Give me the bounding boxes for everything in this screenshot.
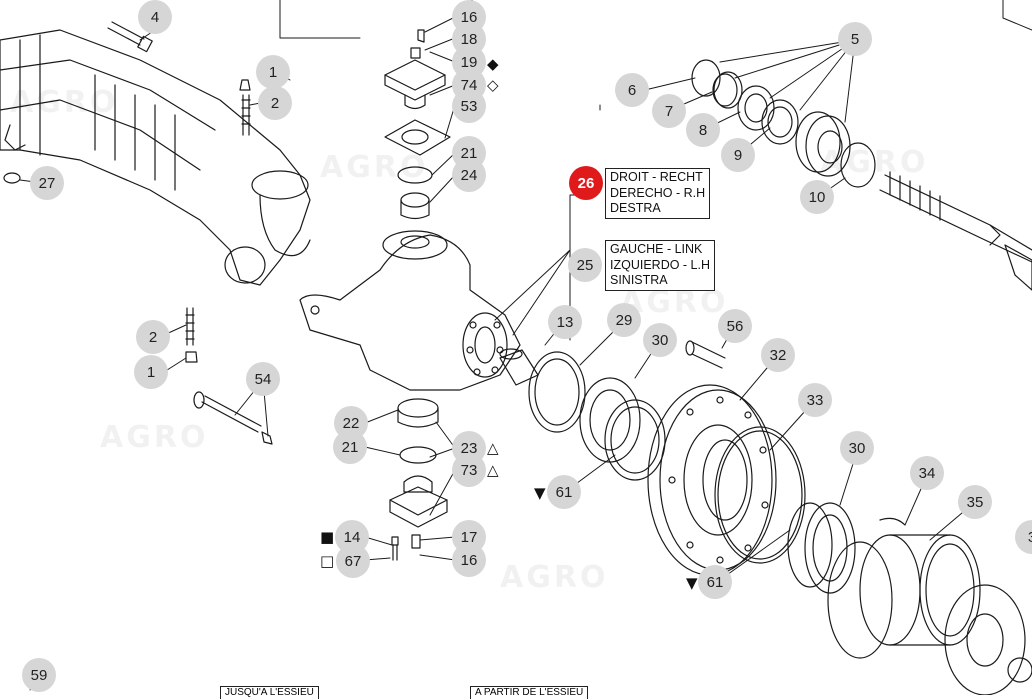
square-filled-icon: ■ [320, 528, 335, 546]
steering-knuckle [299, 230, 521, 391]
callout-35[interactable]: 35 [958, 485, 992, 519]
callout-7[interactable]: 7 [652, 94, 686, 128]
bolt-14 [391, 536, 399, 561]
callout-9[interactable]: 9 [721, 138, 755, 172]
triangle-down-icon: ▼ [534, 484, 546, 502]
callout-4[interactable]: 4 [138, 0, 172, 34]
callout-73[interactable]: 73 [452, 453, 486, 487]
label-line: DERECHO - R.H [610, 185, 706, 200]
callout-53[interactable]: 53 [452, 89, 486, 123]
callout-30[interactable]: 30 [840, 431, 874, 465]
triangle-down-icon: ▼ [686, 574, 698, 592]
callout-56[interactable]: 56 [718, 309, 752, 343]
stud-56 [685, 340, 726, 369]
callout-16[interactable]: 16 [452, 543, 486, 577]
label-line: GAUCHE - LINK [610, 242, 703, 256]
callout-1[interactable]: 1 [134, 355, 168, 389]
kingpin-bottom-parts [389, 398, 448, 528]
callout-27[interactable]: 27 [30, 166, 64, 200]
callout-29[interactable]: 29 [607, 303, 641, 337]
label-box-left-side: GAUCHE - LINK IZQUIERDO - L.H SINISTRA [605, 240, 716, 291]
drive-shaft [879, 171, 1032, 291]
bearing-30 [579, 377, 666, 481]
triangle-circle-icon: △ [487, 439, 499, 457]
callout-30[interactable]: 30 [643, 323, 677, 357]
ring-gear-35 [827, 534, 981, 659]
callout-33[interactable]: 33 [798, 383, 832, 417]
label-line: SINISTRA [610, 273, 668, 287]
callout-21[interactable]: 21 [333, 430, 367, 464]
label-line: DESTRA [610, 201, 661, 215]
callout-5[interactable]: 5 [838, 22, 872, 56]
planetary-carrier [944, 584, 1032, 695]
tag-until-axle: JUSQU'A L'ESSIEU [220, 686, 319, 699]
callout-54[interactable]: 54 [246, 362, 280, 396]
stud-2-top [239, 79, 251, 136]
axle-housing [0, 29, 311, 286]
snap-ring-34 [879, 517, 906, 526]
tag-from-axle: A PARTIR DE L'ESSIEU [470, 686, 589, 699]
bearing-30-right [787, 502, 856, 594]
callout-61[interactable]: 61 [698, 565, 732, 599]
kingpin-top-parts [384, 29, 451, 220]
callout-1[interactable]: 1 [256, 55, 290, 89]
plug-17 [411, 534, 421, 549]
diamond-open-icon: ◇ [487, 76, 499, 94]
callout-13[interactable]: 13 [548, 305, 582, 339]
callout-26[interactable]: 26 [569, 166, 603, 200]
group-brackets [279, 0, 1032, 39]
callout-2[interactable]: 2 [136, 320, 170, 354]
callout-34[interactable]: 34 [910, 456, 944, 490]
callout-6[interactable]: 6 [615, 73, 649, 107]
seal-29 [528, 351, 586, 433]
callout-3[interactable]: 3 [1015, 520, 1032, 554]
callout-61[interactable]: 61 [547, 475, 581, 509]
diamond-filled-icon: ◆ [487, 55, 499, 73]
square-open-icon: □ [320, 552, 335, 570]
callout-67[interactable]: 67 [336, 544, 370, 578]
bolt-54 [193, 391, 273, 445]
label-line: DROIT - RECHT [610, 170, 703, 184]
stud-2-bottom [185, 307, 198, 363]
callout-8[interactable]: 8 [686, 113, 720, 147]
seal-stack-5 [691, 59, 876, 188]
callout-59[interactable]: 59 [22, 658, 56, 692]
bolt-4 [107, 21, 153, 53]
triangle-circle-icon: △ [487, 461, 499, 479]
callout-2[interactable]: 2 [258, 86, 292, 120]
callout-25[interactable]: 25 [568, 248, 602, 282]
wheel-hub-32 [647, 384, 777, 576]
callout-10[interactable]: 10 [800, 180, 834, 214]
o-ring-33 [714, 426, 806, 564]
label-line: IZQUIERDO - L.H [610, 257, 711, 272]
callout-24[interactable]: 24 [452, 158, 486, 192]
label-box-right-side: DROIT - RECHT DERECHO - R.H DESTRA [605, 168, 711, 219]
callout-32[interactable]: 32 [761, 338, 795, 372]
